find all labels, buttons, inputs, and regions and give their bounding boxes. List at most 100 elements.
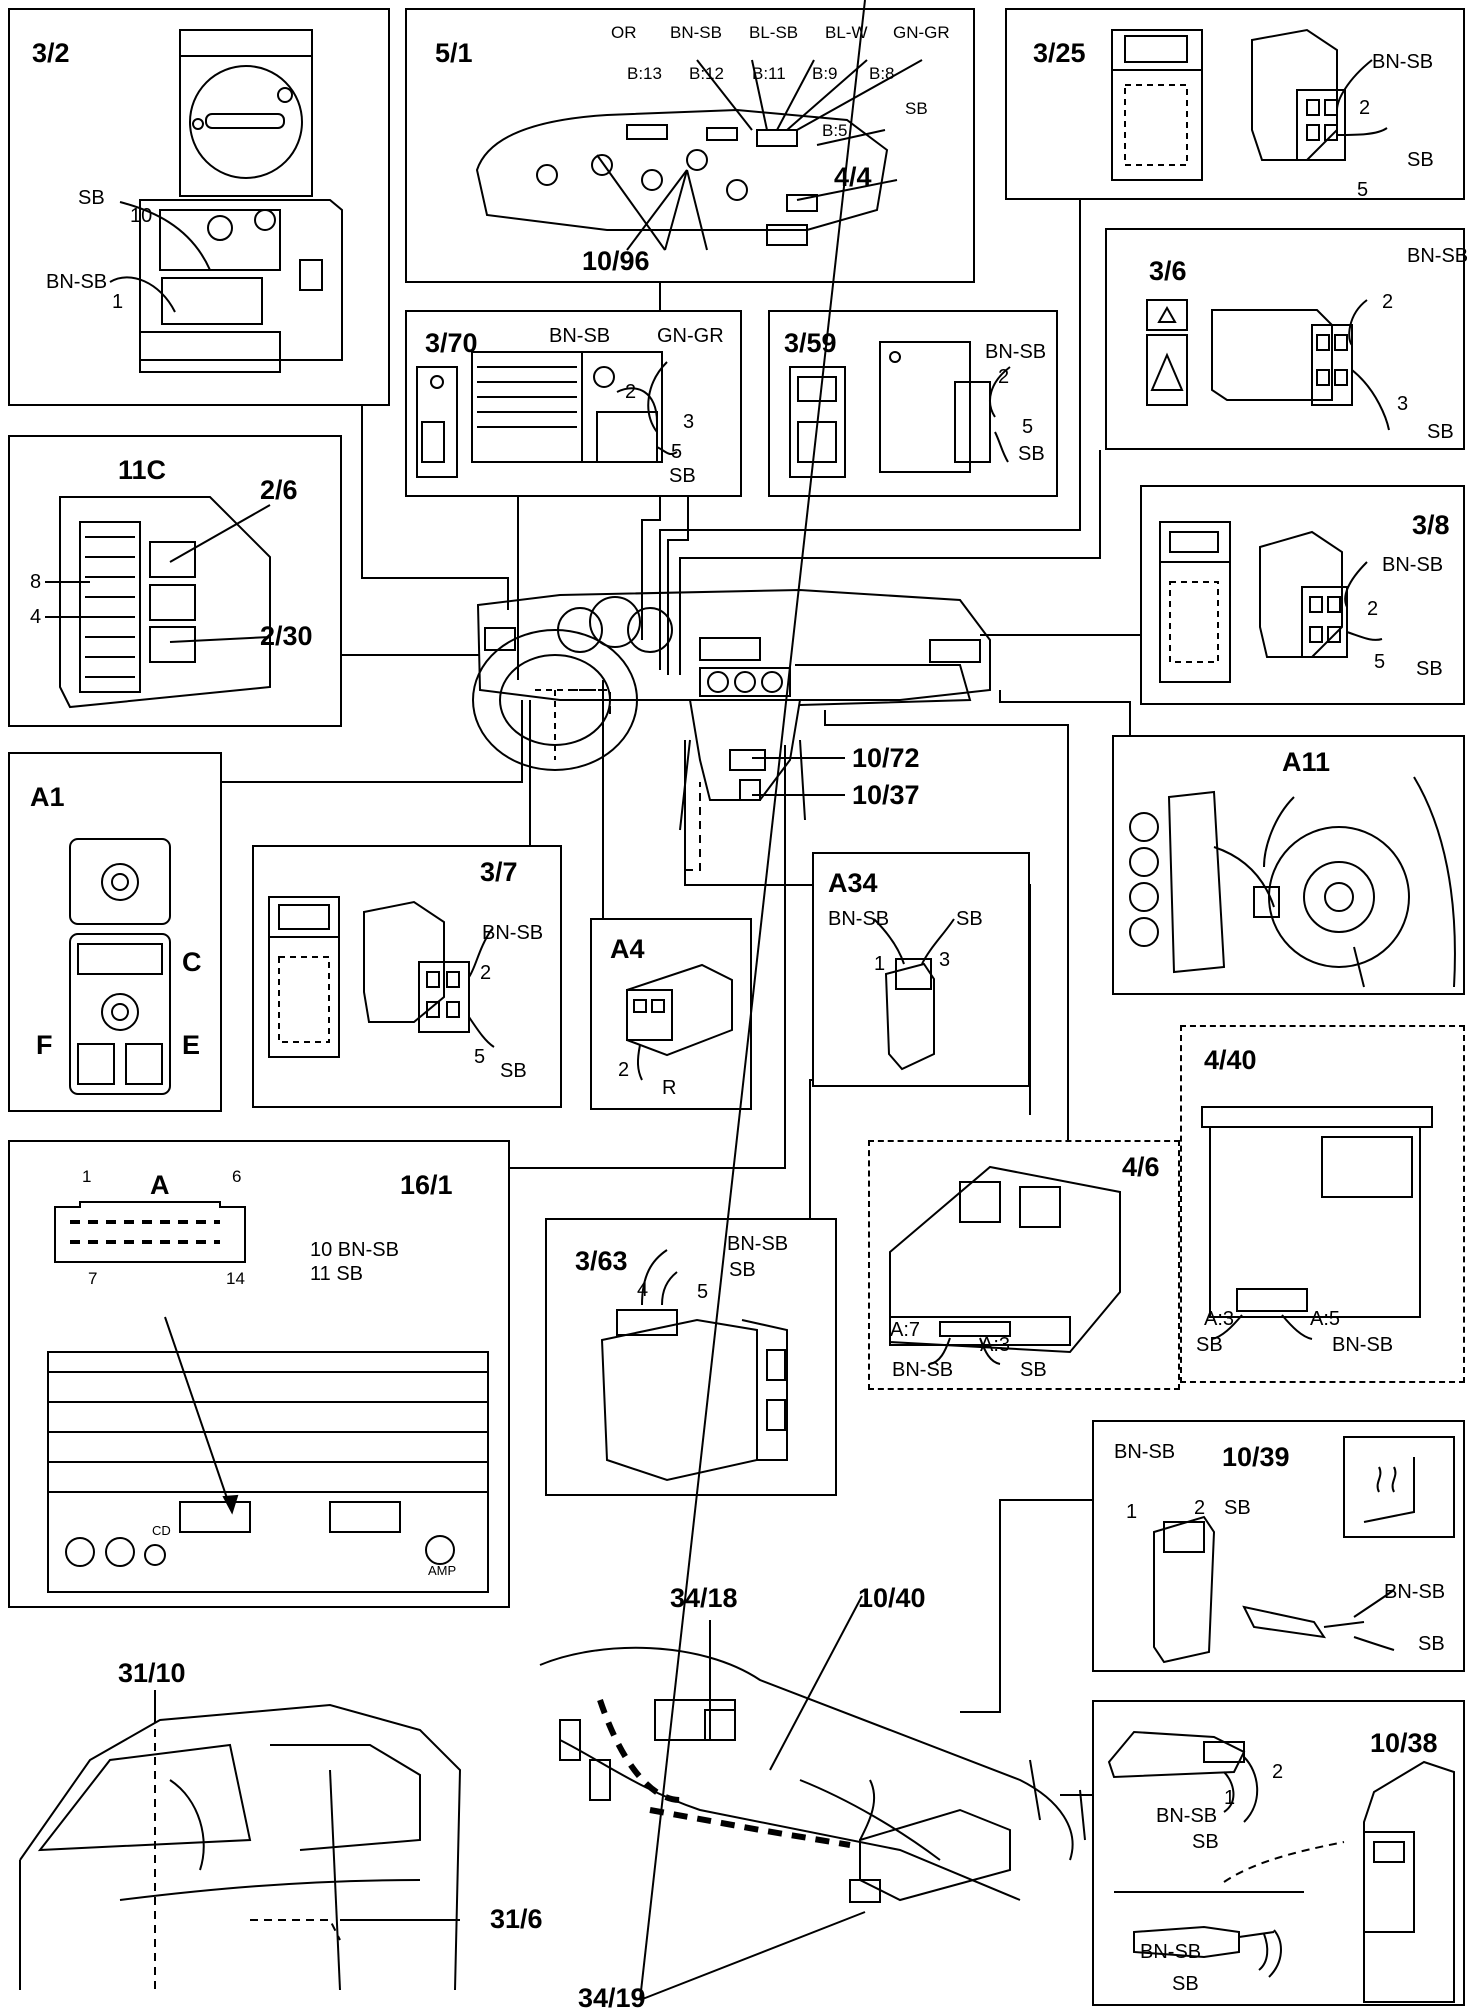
wire-label-bn-sb: BN-SB [1407, 245, 1469, 267]
switch-3-25-illustration [1111, 28, 1388, 181]
pin-label-b12: B:12 [689, 64, 724, 83]
module-4-6-illustration [889, 1165, 1121, 1365]
wire-label-sb-2: SB [1418, 1633, 1445, 1655]
wire-label-bn-sb: BN-SB [828, 908, 890, 930]
component-id: A1 [30, 782, 65, 812]
a11-illustration [1129, 776, 1456, 988]
component-3-8-panel: 3/8 BN-SB 2 5 SB [1140, 485, 1465, 705]
component-a1-panel: A1 C F E [8, 752, 222, 1112]
component-10-38-panel: 10/38 2 1 BN-SB SB BN-SB SB [1092, 1700, 1465, 2006]
wire-label-bn-sb: BN-SB [985, 341, 1047, 363]
legend-10-bn-sb: 10 BN-SB [310, 1239, 399, 1261]
component-3-63-panel: 3/63 BN-SB SB 4 5 [545, 1218, 837, 1496]
wire-label-sb: SB [729, 1259, 756, 1281]
pin-label-b9: B:9 [812, 64, 838, 83]
component-10-40-label: 10/40 [858, 1583, 926, 1613]
wire-label-bn-sb: BN-SB [1332, 1334, 1394, 1356]
pin-label-3: 3 [683, 411, 695, 433]
wire-label-sb: SB [1020, 1359, 1047, 1381]
switch-3-8-illustration [1159, 521, 1383, 683]
component-5-1-panel: 5/1 OR BN-SB BL-SB BL- [405, 8, 975, 283]
wire-label-sb: SB [669, 465, 696, 487]
instrument-cluster-illustration [475, 59, 923, 251]
component-10-39-panel: 10/39 BN-SB 1 2 SB BN-SB SB [1092, 1420, 1465, 1672]
sub-component-10-96: 10/96 [582, 246, 650, 276]
pin-label-a5: A:5 [1310, 1308, 1341, 1330]
component-a34-panel: A34 BN-SB SB 1 3 [812, 852, 1030, 1087]
connector-c-label: C [182, 947, 202, 977]
connector-f-label: F [36, 1030, 53, 1060]
pin-label-1: 1 [1224, 1787, 1236, 1809]
component-3-25-panel: 3/25 BN-SB 2 SB 5 [1005, 8, 1465, 200]
pin-label-5: 5 [1022, 416, 1034, 438]
component-31-6-label: 31/6 [490, 1904, 543, 1934]
pin-label-b5: B:5 [822, 121, 848, 140]
component-34-19-label: 34/19 [578, 1983, 646, 2013]
component-id: 3/8 [1412, 510, 1450, 540]
component-id: A4 [610, 934, 645, 964]
wire-label-bn-sb: BN-SB [1382, 554, 1444, 576]
component-id: 16/1 [400, 1170, 453, 1200]
component-3-59-panel: 3/59 BN-SB 2 5 SB [768, 310, 1058, 497]
wire-label-sb: SB [1407, 149, 1434, 171]
pin-label-4: 4 [637, 1279, 649, 1301]
pin-label-b13: B:13 [627, 64, 662, 83]
pin-label-1: 1 [112, 291, 124, 313]
wire-label-sb: SB [956, 908, 983, 930]
component-id: 11C [118, 455, 167, 485]
wire-label-sb: SB [1427, 421, 1454, 443]
pin-label-2: 2 [998, 366, 1010, 388]
seat-heater-switch-illustration [1153, 1436, 1455, 1664]
component-id: 4/40 [1204, 1045, 1257, 1075]
wire-label-sb: SB [1192, 1831, 1219, 1853]
pin-label-2: 2 [1359, 97, 1371, 119]
component-a11-panel: A11 [1112, 735, 1465, 995]
wire-label-bn-sb-2: BN-SB [1140, 1941, 1202, 1963]
pin-label-2: 2 [625, 381, 637, 403]
wire-label-bl-sb: BL-SB [749, 23, 799, 42]
wire-label-sb: SB [1018, 443, 1045, 465]
wire-label-bl-w: BL-W [825, 23, 868, 42]
pin-label-5: 5 [1374, 651, 1386, 673]
pin-label-6: 6 [232, 1167, 242, 1186]
wire-label-bn-sb: BN-SB [549, 325, 611, 347]
pin-label-5: 5 [1357, 179, 1369, 201]
component-id: 3/70 [425, 328, 478, 358]
hazard-switch-illustration [1146, 299, 1390, 431]
component-11c-panel: 11C 2/6 2/30 8 4 [8, 435, 342, 727]
component-34-18-label: 34/18 [670, 1583, 738, 1613]
pin-label-3: 3 [939, 949, 951, 971]
wire-label-bn-sb: BN-SB [727, 1233, 789, 1255]
connector-e-label: E [182, 1030, 201, 1060]
pin-label-1: 1 [82, 1167, 92, 1186]
component-3-7-panel: 3/7 BN-SB 2 5 SB [252, 845, 562, 1108]
component-3-2-panel: 3/2 SB 10 BN-SB 1 [8, 8, 390, 406]
pin-label-2: 2 [480, 962, 492, 984]
sub-component-4-4: 4/4 [834, 162, 872, 192]
wire-label-sb: SB [500, 1060, 527, 1082]
component-10-72-label: 10/72 [852, 743, 920, 773]
wire-label-gn-gr: GN-GR [657, 325, 724, 347]
component-id: 3/63 [575, 1246, 628, 1276]
wire-label-r: R [662, 1077, 677, 1099]
component-3-6-panel: 3/6 BN-SB 2 3 SB [1105, 228, 1469, 450]
component-id: 4/6 [1122, 1152, 1160, 1182]
wire-label-bn-sb: BN-SB [1114, 1441, 1176, 1463]
pin-label-4: 4 [30, 606, 42, 628]
wire-label-gn-gr: GN-GR [893, 23, 950, 42]
component-id: 3/6 [1149, 256, 1187, 286]
cd-label: CD [152, 1523, 171, 1538]
radio-illustration [47, 1201, 489, 1593]
a4-connector-illustration [626, 963, 733, 1081]
wire-label-or: OR [611, 23, 637, 42]
pin-label-2: 2 [1367, 598, 1379, 620]
switch-3-7-illustration [268, 896, 495, 1058]
component-id: 3/7 [480, 857, 518, 887]
pin-label-5: 5 [697, 1281, 709, 1303]
component-id: 10/39 [1222, 1442, 1290, 1472]
component-id: 3/25 [1033, 38, 1086, 68]
seat-heater-element-illustration [1107, 1730, 1455, 2003]
pin-label-b11: B:11 [752, 64, 786, 83]
